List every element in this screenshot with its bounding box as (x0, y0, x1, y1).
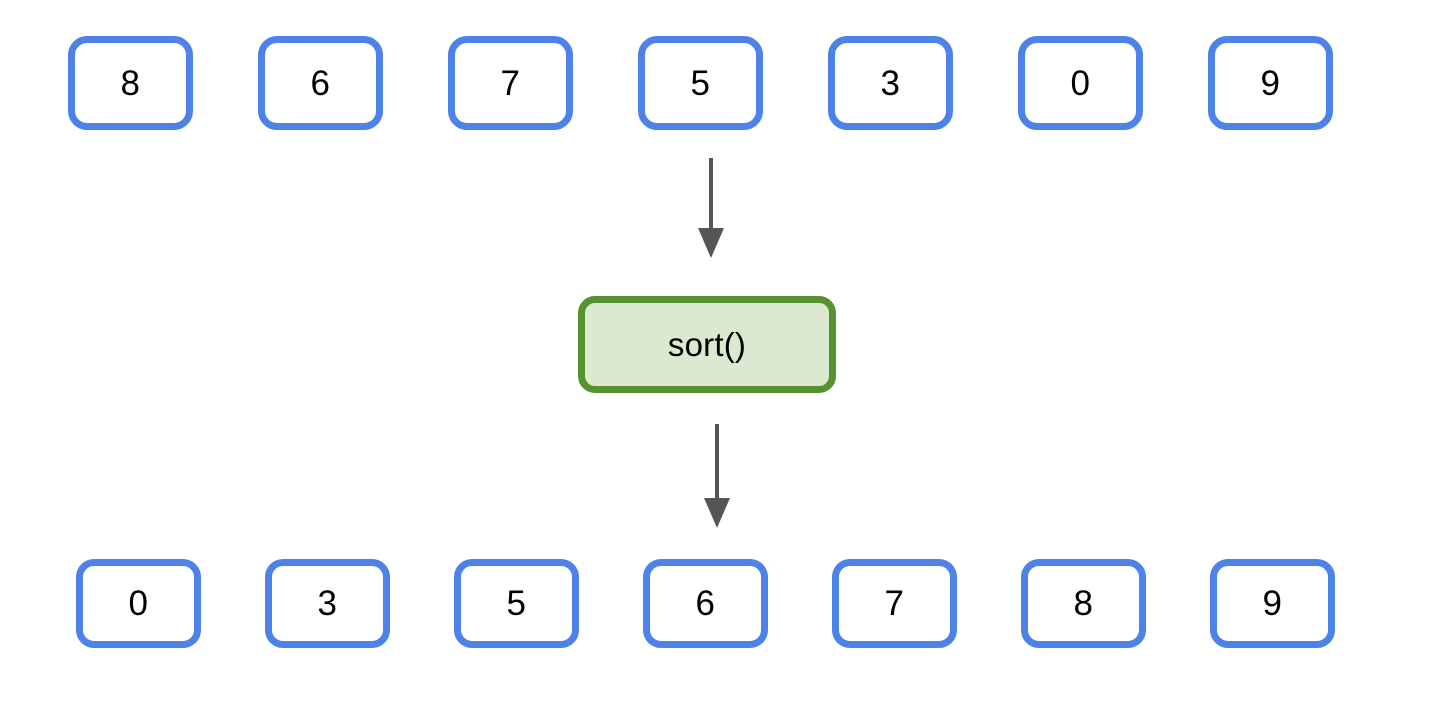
input-array-cell[interactable]: 5 (638, 36, 763, 130)
output-array-cell[interactable]: 7 (832, 559, 957, 648)
input-array: 8 6 7 5 3 0 9 (68, 36, 1333, 130)
output-array-cell[interactable]: 6 (643, 559, 768, 648)
input-array-cell[interactable]: 8 (68, 36, 193, 130)
sort-process-label: sort() (667, 326, 747, 363)
input-array-cell-value: 8 (120, 63, 141, 103)
output-array-cell[interactable]: 5 (454, 559, 579, 648)
input-array-cell-value: 5 (690, 63, 711, 103)
output-array-cell-value: 0 (128, 584, 149, 623)
input-array-cell[interactable]: 3 (828, 36, 953, 130)
output-array-cell-value: 9 (1262, 584, 1283, 623)
output-array-cell-value: 6 (695, 584, 716, 623)
output-array-cell-value: 7 (884, 584, 905, 623)
input-array-cell-value: 9 (1260, 63, 1281, 103)
sort-process-node[interactable]: sort() (578, 296, 836, 393)
output-array-cell[interactable]: 3 (265, 559, 390, 648)
input-array-cell-value: 0 (1070, 63, 1091, 103)
output-array-cell[interactable]: 9 (1210, 559, 1335, 648)
output-array-cell[interactable]: 8 (1021, 559, 1146, 648)
arrow-sort-to-output-icon (704, 424, 730, 528)
output-array-cell[interactable]: 0 (76, 559, 201, 648)
input-array-cell-value: 7 (500, 63, 521, 103)
output-array-cell-value: 5 (506, 584, 527, 623)
arrow-input-to-sort-icon (698, 158, 724, 258)
input-array-cell[interactable]: 0 (1018, 36, 1143, 130)
input-array-cell[interactable]: 9 (1208, 36, 1333, 130)
output-array-cell-value: 8 (1073, 584, 1094, 623)
input-array-cell[interactable]: 6 (258, 36, 383, 130)
input-array-cell[interactable]: 7 (448, 36, 573, 130)
input-array-cell-value: 3 (880, 63, 901, 103)
output-array: 0 3 5 6 7 8 9 (76, 559, 1335, 648)
output-array-cell-value: 3 (317, 584, 338, 623)
input-array-cell-value: 6 (310, 63, 331, 103)
